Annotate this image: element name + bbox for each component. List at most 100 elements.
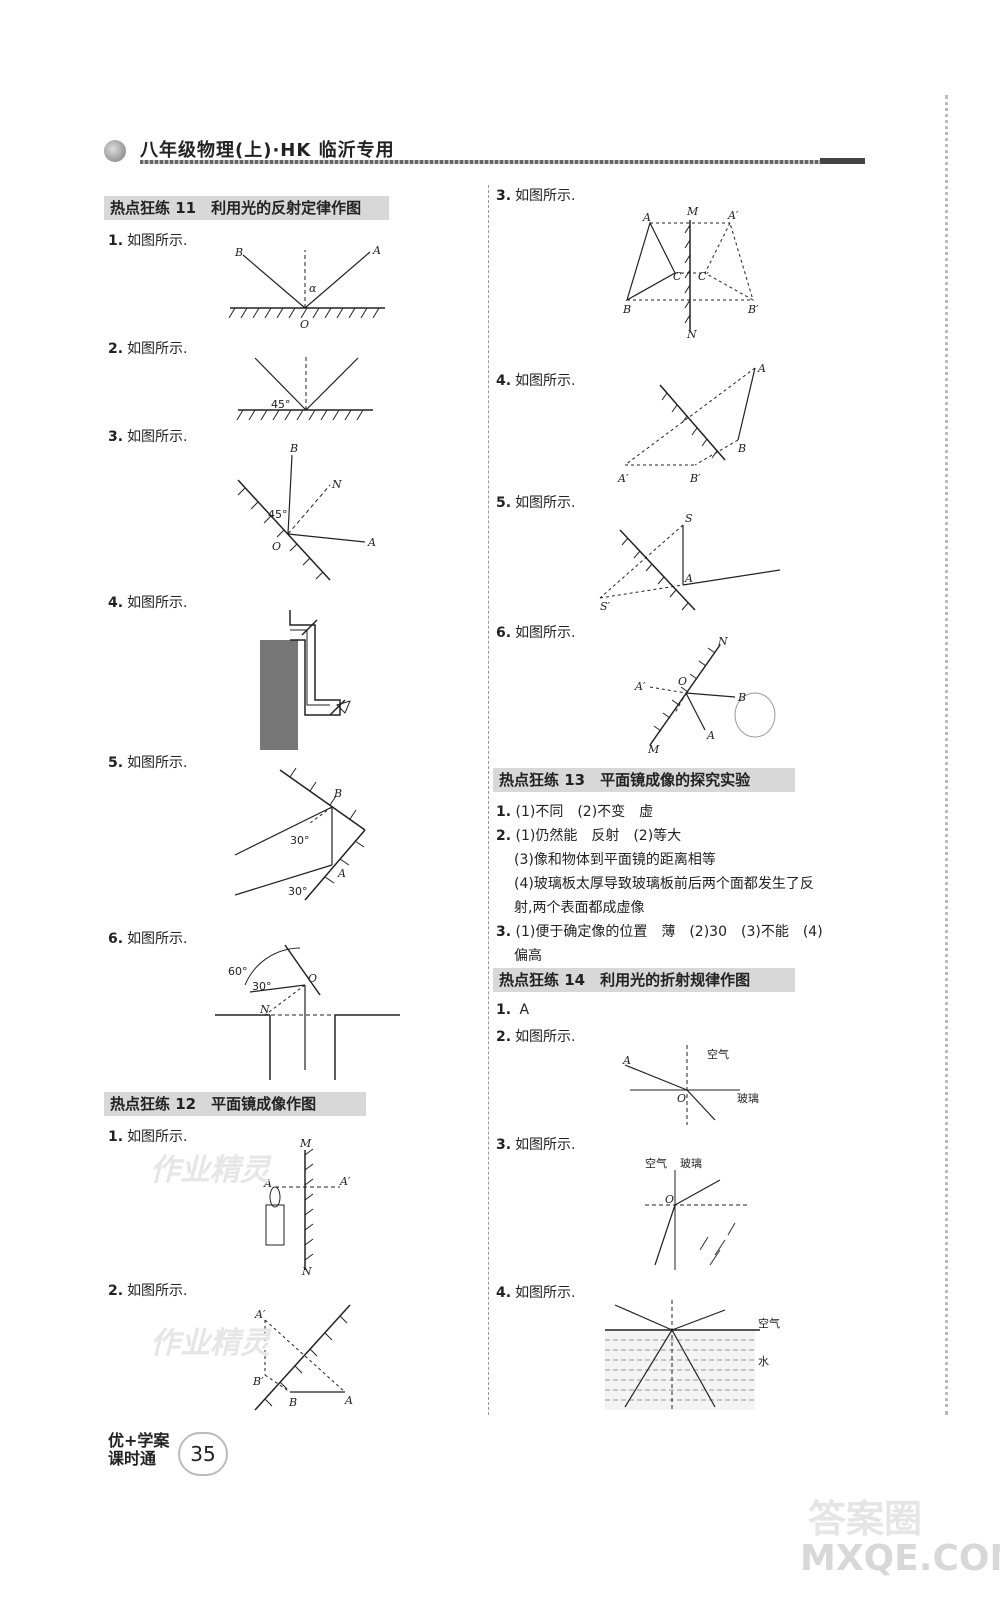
svg-text:A: A — [337, 867, 346, 880]
svg-text:空气: 空气 — [758, 1316, 780, 1330]
answer-14-3: 3.如图所示. — [496, 1137, 576, 1153]
svg-text:A: A — [263, 1177, 272, 1190]
svg-text:M: M — [647, 743, 660, 756]
diagram-12-6: N A′ O B A M — [634, 635, 776, 756]
answer-12-5: 5.如图所示. — [496, 495, 576, 511]
diagram-14-3: O 空气 玻璃 — [645, 1156, 750, 1270]
svg-text:O: O — [308, 972, 317, 985]
svg-text:A′: A′ — [339, 1175, 351, 1188]
answer-14-1: 1. A — [496, 1002, 530, 1018]
svg-text:M: M — [686, 205, 699, 218]
section-title-11: 热点狂练 11 利用光的反射定律作图 — [104, 196, 389, 220]
svg-text:B′: B′ — [252, 1375, 264, 1388]
watermark-left-2: 作业精灵 — [150, 1326, 270, 1361]
svg-text:N: N — [301, 1265, 312, 1278]
svg-text:O: O — [677, 1092, 686, 1105]
svg-text:N: N — [331, 478, 342, 491]
svg-text:B: B — [737, 442, 746, 455]
svg-text:C′: C′ — [698, 270, 709, 283]
svg-text:B: B — [622, 303, 631, 316]
svg-text:60°: 60° — [228, 965, 248, 978]
diagram-12-5: SAS′ — [599, 512, 781, 613]
svg-text:A: A — [622, 1054, 631, 1067]
diagram-14-2: A O 空气 玻璃 — [622, 1045, 759, 1125]
diagram-12-4: ABA′B′ — [617, 362, 766, 485]
binding-margin-line — [945, 95, 948, 1415]
answer-11-2: 2.如图所示. — [108, 341, 188, 357]
header-rule — [140, 160, 865, 164]
svg-text:玻璃: 玻璃 — [680, 1156, 702, 1170]
answer-13-3: 3. (1)便于确定像的位置 薄 (2)30 (3)不能 (4) — [496, 924, 823, 940]
diagram-11-6: O N 60° 30° — [215, 944, 400, 1080]
answers-13: 1. (1)不同 (2)不变 虚 2. (1)仍然能 反射 (2)等大 (3)像… — [496, 800, 876, 968]
answer-11-5: 5.如图所示. — [108, 755, 188, 771]
svg-text:B: B — [234, 246, 243, 259]
svg-text:30°: 30° — [288, 885, 308, 898]
answer-12-6: 6.如图所示. — [496, 625, 576, 641]
svg-text:玻璃: 玻璃 — [737, 1091, 759, 1105]
header-rule-accent — [820, 158, 865, 164]
answer-11-3: 3.如图所示. — [108, 429, 188, 445]
svg-text:N: N — [717, 635, 728, 648]
page-number: 35 — [178, 1432, 228, 1476]
diagram-14-4: 空气 水 — [605, 1300, 780, 1410]
watermark-left-1: 作业精灵 — [150, 1153, 270, 1188]
answer-12-2: 2.如图所示. — [108, 1283, 188, 1299]
svg-text:45°: 45° — [268, 508, 288, 521]
svg-text:A: A — [642, 211, 651, 224]
svg-text:O: O — [665, 1193, 674, 1206]
svg-text:B′: B′ — [747, 303, 759, 316]
svg-text:A: A — [706, 729, 715, 742]
svg-text:N: N — [259, 1003, 270, 1016]
svg-text:A′: A′ — [617, 472, 629, 485]
svg-text:A′: A′ — [634, 680, 646, 693]
svg-text:N: N — [686, 328, 697, 341]
answer-11-4: 4.如图所示. — [108, 595, 188, 611]
answer-12-1: 1.如图所示. — [108, 1129, 188, 1145]
section-title-14: 热点狂练 14 利用光的折射规律作图 — [493, 968, 795, 992]
svg-text:O: O — [272, 540, 281, 553]
svg-text:A′: A′ — [254, 1308, 266, 1321]
answer-13-1: 1. (1)不同 (2)不变 虚 — [496, 804, 654, 820]
watermark-url: MXQE.COM — [800, 1538, 1000, 1579]
svg-text:B: B — [737, 691, 746, 704]
svg-text:水: 水 — [758, 1355, 769, 1368]
svg-text:空气: 空气 — [645, 1156, 667, 1170]
svg-text:30°: 30° — [252, 980, 272, 993]
svg-text:A: A — [344, 1394, 353, 1407]
svg-text:α: α — [309, 282, 317, 295]
svg-text:A: A — [684, 572, 693, 585]
page-header-title: 八年级物理(上)·HK 临沂专用 — [140, 140, 395, 161]
answer-14-4: 4.如图所示. — [496, 1285, 576, 1301]
answer-13-2-3: (3)像和物体到平面镜的距离相等 — [514, 852, 716, 868]
svg-text:B: B — [333, 787, 342, 800]
section-title-12: 热点狂练 12 平面镜成像作图 — [104, 1092, 366, 1116]
svg-text:空气: 空气 — [707, 1047, 729, 1061]
svg-text:S′: S′ — [600, 600, 611, 613]
header-logo — [104, 140, 126, 162]
svg-text:45°: 45° — [271, 398, 291, 411]
section-title-13: 热点狂练 13 平面镜成像的探究实验 — [493, 768, 795, 792]
svg-text:A′: A′ — [727, 209, 739, 222]
brand-logo: 优+学案课时通 — [108, 1431, 170, 1468]
svg-text:A: A — [372, 244, 381, 257]
svg-text:M: M — [299, 1137, 312, 1150]
svg-text:A: A — [367, 536, 376, 549]
answer-13-2: 2. (1)仍然能 反射 (2)等大 — [496, 828, 682, 844]
diagram-11-4 — [260, 610, 351, 750]
answer-11-1: 1.如图所示. — [108, 233, 188, 249]
diagram-11-5: B A 30° 30° — [234, 767, 366, 901]
answer-13-2-4b: 射,两个表面都成虚像 — [514, 900, 645, 916]
diagram-11-2: 45° — [236, 355, 373, 421]
svg-text:30°: 30° — [290, 834, 310, 847]
svg-text:A: A — [757, 362, 766, 375]
answer-13-2-4: (4)玻璃板太厚导致玻璃板前后两个面都发生了反 — [514, 876, 814, 892]
answer-14-2: 2.如图所示. — [496, 1029, 576, 1045]
svg-text:O: O — [678, 675, 687, 688]
answer-12-4: 4.如图所示. — [496, 373, 576, 389]
answer-13-3b: 偏高 — [514, 948, 542, 964]
diagram-12-1: M N A A′ — [263, 1137, 351, 1278]
